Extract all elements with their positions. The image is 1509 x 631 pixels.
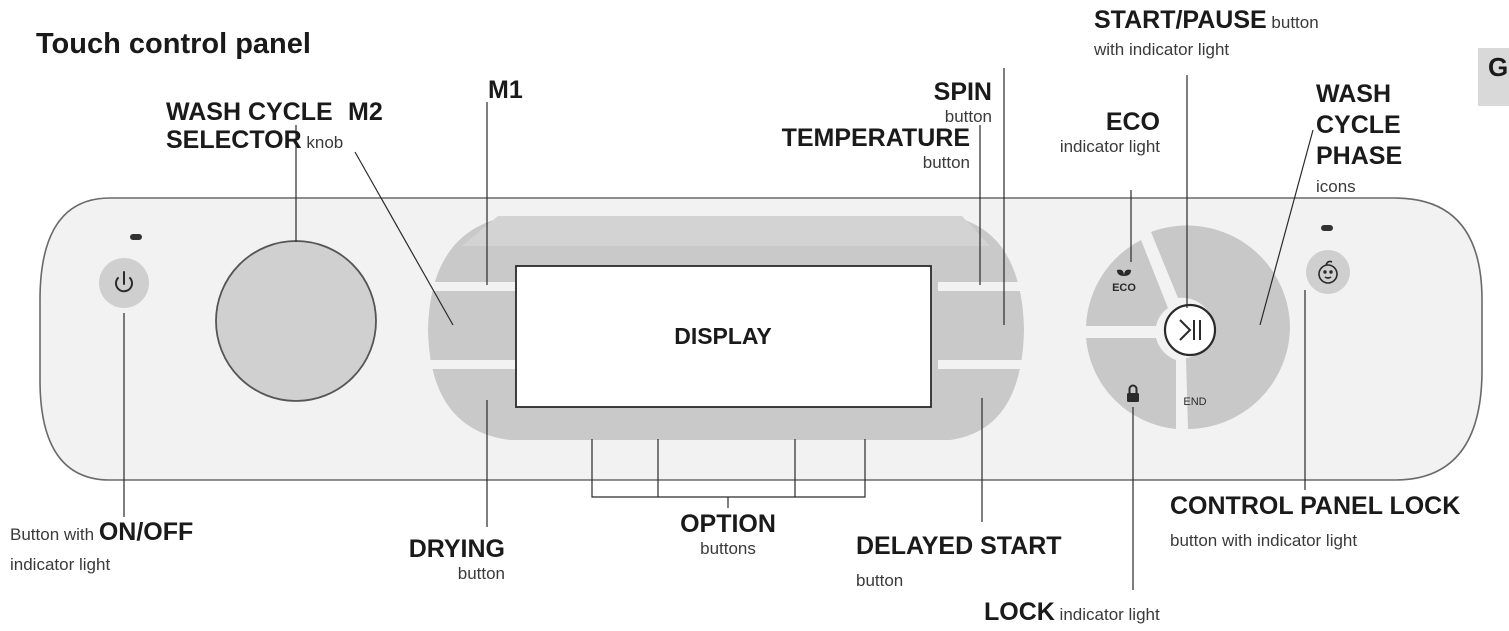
cpl-led [1321, 225, 1333, 231]
selector-rest: knob [301, 133, 344, 152]
cpl-bold: CONTROL PANEL LOCK [1170, 492, 1461, 520]
spin-label: SPIN button [880, 78, 992, 128]
option-label: OPTION buttons [648, 510, 808, 560]
eco-icon-text: ECO [1112, 282, 1136, 294]
display-screen [515, 265, 932, 408]
child-lock-icon [1318, 260, 1338, 284]
phase-bold3: PHASE [1316, 142, 1403, 170]
phase-ring [1151, 225, 1290, 429]
delayed-start-label: DELAYED START button [856, 532, 1062, 597]
m2-label: M2 [348, 98, 383, 126]
start-rest: button [1266, 13, 1319, 32]
cpl-rest: button with indicator light [1170, 531, 1358, 550]
delayed-rest: button [856, 571, 904, 590]
leader-lines [123, 68, 1314, 590]
temperature-label: TEMPERATURE button [730, 124, 970, 174]
housing-slot-left-2 [420, 360, 520, 369]
wash-cycle-selector-knob [215, 240, 377, 402]
option-rest: buttons [700, 539, 756, 558]
onoff-led [130, 234, 142, 240]
spin-rest: button [944, 107, 992, 126]
temp-bold: TEMPERATURE [781, 124, 970, 152]
housing-slot-right-2 [938, 360, 1038, 369]
start-pause-label: START/PAUSE button with indicator light [1094, 6, 1319, 66]
eco-label: ECO indicator light [1030, 108, 1160, 158]
control-panel-lock-button [1306, 250, 1350, 294]
wash-cycle-phase-label: WASH CYCLE PHASE icons [1316, 80, 1402, 201]
lock-rest: indicator light [1054, 605, 1160, 624]
end-text: END [1183, 396, 1206, 408]
display-label: DISPLAY [674, 323, 772, 349]
phase-rest: icons [1316, 177, 1356, 196]
leader-phase [1259, 129, 1314, 326]
display-housing-top [462, 216, 990, 246]
page-title: Touch control panel [36, 28, 311, 60]
drying-rest: button [457, 564, 505, 583]
control-panel-lock-label: CONTROL PANEL LOCK button with indicator… [1170, 492, 1460, 557]
padlock-icon [1127, 384, 1139, 402]
option-bold: OPTION [680, 510, 776, 538]
wash-cycle-selector-label: WASH CYCLE SELECTOR knob [166, 98, 343, 154]
phase-bold1: WASH [1316, 80, 1391, 108]
m1-label: M1 [488, 76, 523, 104]
play-pause-icon [1179, 319, 1201, 341]
onoff-bold: ON/OFF [98, 518, 194, 546]
drying-bold: DRYING [408, 535, 505, 563]
power-icon [115, 271, 133, 293]
lock-bold: LOCK [984, 598, 1055, 626]
onoff-label: Button with ON/OFF indicator light [10, 518, 193, 580]
language-tab: G [1478, 48, 1509, 106]
onoff-pre: Button with [10, 525, 99, 544]
housing-slot-right-1 [938, 282, 1038, 291]
eco-bold: ECO [1105, 108, 1160, 136]
leader-m2 [354, 151, 454, 326]
language-tab-letter: G [1488, 52, 1509, 82]
spin-bold: SPIN [933, 78, 992, 106]
phase-bold2: CYCLE [1316, 111, 1401, 139]
selector-bold1: WASH CYCLE [166, 98, 333, 126]
leader-options [591, 439, 866, 508]
eco-quadrant [1086, 240, 1168, 326]
selector-bold2: SELECTOR [166, 126, 302, 154]
lock-quadrant [1086, 338, 1176, 429]
delayed-bold: DELAYED START [856, 532, 1062, 560]
m2-text: M2 [348, 98, 383, 126]
onoff-rest: indicator light [10, 555, 111, 574]
drying-label: DRYING button [360, 535, 505, 585]
eco-leaf-icon [1117, 269, 1131, 276]
housing-slot-left-1 [420, 282, 520, 291]
start-bold: START/PAUSE [1094, 6, 1267, 34]
start-rest2: with indicator light [1094, 40, 1230, 59]
m1-text: M1 [488, 76, 523, 104]
temp-rest: button [922, 153, 970, 172]
eco-rest: indicator light [1059, 137, 1160, 156]
lock-label: LOCK indicator light [984, 598, 1160, 626]
